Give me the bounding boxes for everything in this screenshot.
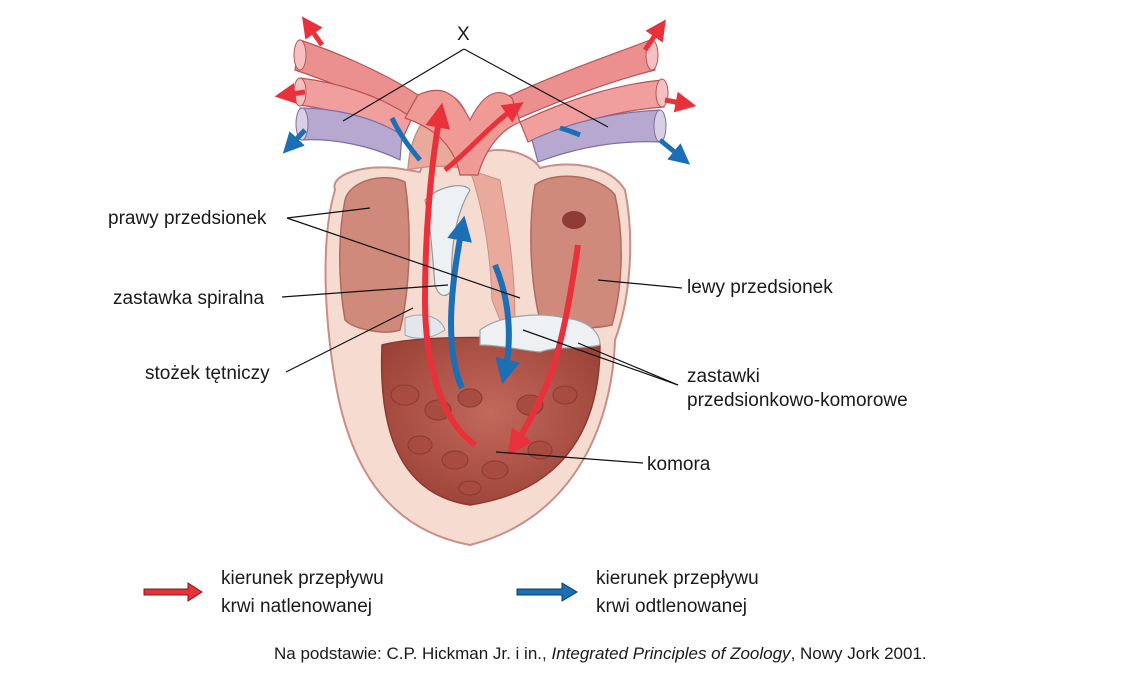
label-spiral-valve: zastawka spiralna xyxy=(113,288,265,309)
right-aortic-arches xyxy=(504,39,669,163)
legend-deoxygenated-line2: krwi odtlenowanej xyxy=(596,596,748,617)
source-title: Integrated Principles of Zoology xyxy=(551,644,791,663)
source-suffix: , Nowy Jork 2001. xyxy=(790,644,927,663)
label-av-valves-line1: zastawki xyxy=(687,366,760,387)
internal-flow-arrows xyxy=(389,102,581,456)
label-left-atrium: lewy przedsionek xyxy=(687,277,833,298)
legend-arrow-oxygenated xyxy=(143,582,203,602)
right-atrium-chamber xyxy=(339,177,410,333)
label-right-atrium: prawy przedsionek xyxy=(108,208,267,229)
label-ventricle: komora xyxy=(647,454,711,475)
label-x: X xyxy=(457,24,470,45)
legend-deoxygenated: kierunek przepływu krwi odtlenowanej xyxy=(596,565,759,621)
legend-arrow-deoxygenated xyxy=(516,582,578,602)
source-prefix: Na podstawie: C.P. Hickman Jr. i in., xyxy=(274,644,552,663)
leader-lines xyxy=(281,48,683,464)
legend-oxygenated: kierunek przepływu krwi natlenowanej xyxy=(221,565,384,621)
source-citation: Na podstawie: C.P. Hickman Jr. i in., In… xyxy=(274,644,927,664)
left-aortic-arches xyxy=(293,39,419,161)
pulmonary-vein-opening xyxy=(562,211,586,229)
label-conus: stożek tętniczy xyxy=(145,363,270,384)
ventricle-trabeculae xyxy=(390,384,578,496)
external-flow-arrows xyxy=(274,16,697,165)
legend-oxygenated-line1: kierunek przepływu xyxy=(221,568,384,589)
legend-oxygenated-line2: krwi natlenowanej xyxy=(221,596,373,617)
legend-deoxygenated-line1: kierunek przepływu xyxy=(596,568,759,589)
label-av-valves-line2: przedsionkowo-komorowe xyxy=(687,390,908,411)
